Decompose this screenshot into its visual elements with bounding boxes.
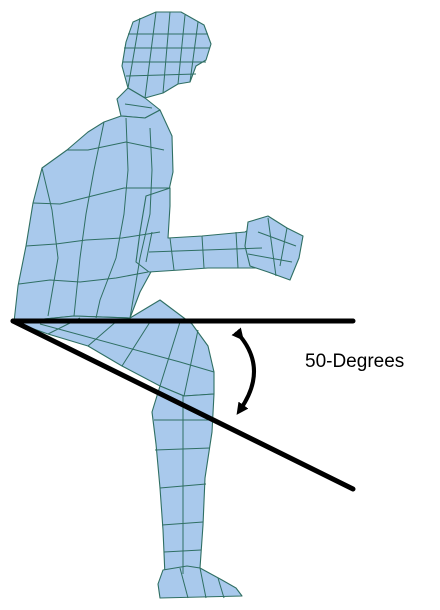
thigh-angle-line bbox=[10, 318, 356, 492]
figure-mesh bbox=[18, 11, 297, 599]
figure-fist bbox=[244, 215, 304, 281]
angle-label: 50-Degrees bbox=[305, 351, 405, 372]
figure-foot bbox=[157, 565, 243, 599]
angle-arc bbox=[231, 327, 256, 415]
human-figure bbox=[13, 11, 304, 599]
